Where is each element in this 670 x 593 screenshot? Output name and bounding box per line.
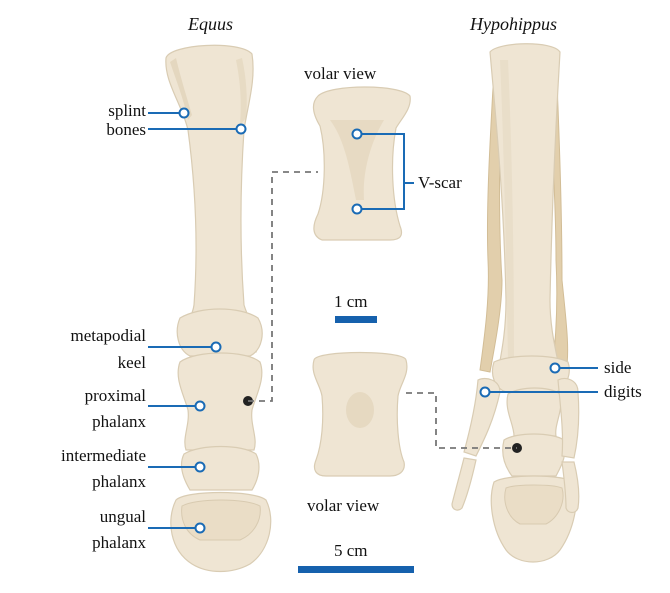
label-proximal-phalanx: phalanx xyxy=(92,412,146,432)
label-proximal: proximal xyxy=(85,386,146,406)
scalebar-5cm xyxy=(298,566,414,573)
volar-view-top-bone xyxy=(314,87,411,240)
hypohippus-limb xyxy=(452,44,579,562)
label-intermediate: intermediate xyxy=(61,446,146,466)
label-bones: bones xyxy=(106,120,146,140)
volar-view-top-label: volar view xyxy=(304,64,376,84)
volar-view-bottom-label: volar view xyxy=(307,496,379,516)
title-equus: Equus xyxy=(188,14,233,34)
hypohippus-central-phalanx xyxy=(507,388,561,436)
label-splint: splint xyxy=(108,101,146,121)
label-side: side xyxy=(604,358,631,378)
label-ungual-phalanx: phalanx xyxy=(92,533,146,553)
scalebar-5cm-label: 5 cm xyxy=(334,541,368,561)
label-v-scar: V-scar xyxy=(418,173,462,193)
scalebar-1cm-label: 1 cm xyxy=(334,292,368,312)
equus-limb xyxy=(166,45,271,571)
label-metapodial: metapodial xyxy=(70,326,146,346)
title-hypohippus: Hypohippus xyxy=(470,14,557,34)
label-keel: keel xyxy=(118,353,146,373)
scalebar-1cm xyxy=(335,316,377,323)
label-ungual: ungual xyxy=(100,507,146,527)
label-intermediate-phalanx: phalanx xyxy=(92,472,146,492)
label-digits: digits xyxy=(604,382,642,402)
connector-bottom-to-hypohippus xyxy=(406,393,517,448)
volar-view-bottom-bone xyxy=(313,353,407,477)
equus-intermediate-phalanx xyxy=(182,447,259,491)
